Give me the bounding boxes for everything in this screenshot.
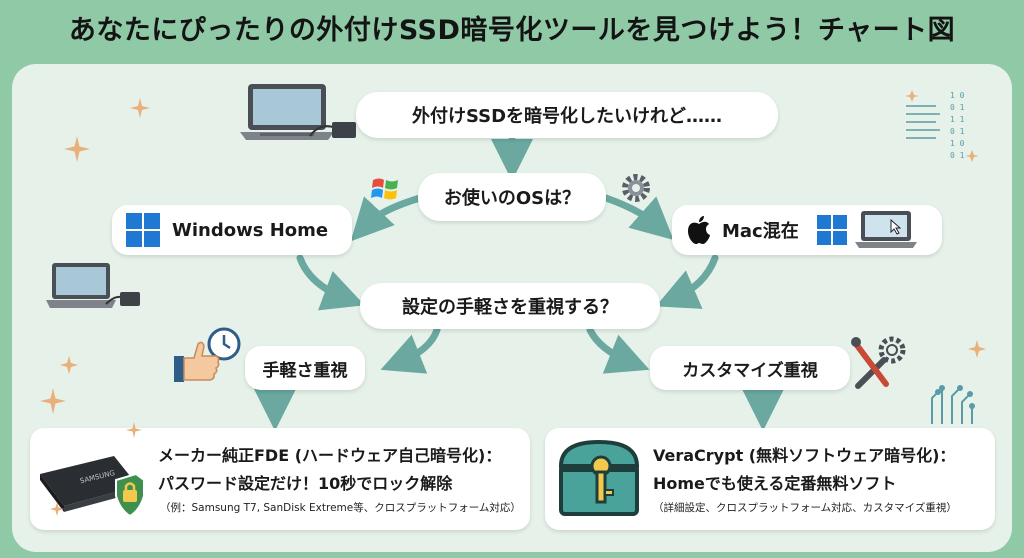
circuit-icon [931,385,975,424]
svg-text:0 1: 0 1 [950,127,965,136]
svg-text:1 0: 1 0 [950,91,965,100]
option-windows-home: Windows Home [112,205,352,255]
arrow-q2-to-easy [380,326,441,374]
laptop-cursor-icon [854,211,917,248]
result-left-subtitle: パスワード設定だけ！10秒でロック解除 [158,474,453,493]
option-mac-label: Mac混在 [722,221,799,242]
sparkle-icon [126,422,142,438]
arrow-q2-to-custom [586,326,650,374]
ssd-lock-icon: SAMSUNG [40,456,145,518]
windows-flag-icon [371,178,398,200]
result-veracrypt: VeraCrypt (無料ソフトウェア暗号化)： Homeでも使える定番無料ソフ… [545,428,995,530]
svg-text:0 1: 0 1 [950,151,965,160]
laptop-ssd-icon [46,263,140,308]
result-manufacturer-fde: SAMSUNG メーカー純正FDE (ハードウェア自己暗号化)： パスワード設定… [30,428,530,530]
page-title: あなたにぴったりの外付けSSD暗号化ツールを見つけよう！チャート図 [68,15,956,46]
result-right-subtitle: Homeでも使える定番無料ソフト [653,474,897,493]
windows-logo-small-icon [816,215,847,245]
svg-text:0 1: 0 1 [950,103,965,112]
start-box: 外付けSSDを暗号化したいけれど…… [356,92,778,138]
sparkle-icon [50,502,64,516]
sparkle-icon [968,340,986,358]
result-left-title: メーカー純正FDE (ハードウェア自己暗号化)： [158,446,502,465]
os-question-box: お使いのOSは？ [418,173,606,221]
treasure-chest-key-icon [558,439,640,516]
sparkle-icon [60,356,78,374]
result-left-note: （例：Samsung T7, SanDisk Extreme等、クロスプラットフ… [160,502,521,514]
option-ease: 手軽さ重視 [245,346,365,390]
wrench-gear-icon [851,336,906,389]
ease-question-box: 設定の手軽さを重視する？ [360,283,660,329]
svg-text:1 0: 1 0 [950,139,965,148]
apple-logo-icon [688,216,710,244]
option-mac: Mac混在 [672,205,942,255]
sparkle-icon [64,136,90,162]
option-windows-label: Windows Home [172,219,329,241]
laptop-icon [240,84,356,140]
gear-icon [622,174,650,202]
result-right-note: （詳細設定、クロスプラットフォーム対応、カスタマイズ重視） [653,502,957,514]
sparkle-icon [130,98,150,118]
sparkle-icon [40,388,66,414]
arrow-windows-to-q2 [296,254,365,311]
data-stream-icon: 1 0 0 1 1 1 0 1 1 0 0 1 [906,90,979,162]
svg-text:1 1: 1 1 [950,115,965,124]
option-customize: カスタマイズ重視 [650,346,850,390]
arrow-q1-to-windows [350,194,424,242]
arrow-q1-to-mac [602,194,674,240]
result-right-title: VeraCrypt (無料ソフトウェア暗号化)： [653,446,956,465]
arrow-mac-to-q2 [655,254,719,309]
windows-logo-icon [126,213,160,247]
thumbs-up-clock-icon [174,327,241,382]
